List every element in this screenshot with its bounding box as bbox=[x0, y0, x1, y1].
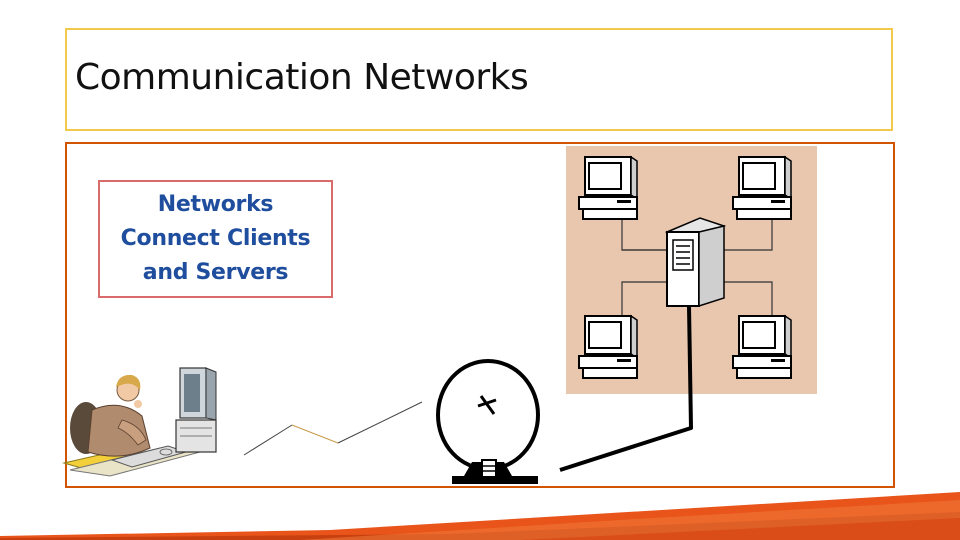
footer-band bbox=[0, 492, 960, 540]
woman-at-computer-icon bbox=[62, 367, 217, 477]
networks-label-box: Networks Connect Clients and Servers bbox=[98, 180, 333, 298]
computer-icon bbox=[732, 315, 792, 379]
computer-icon bbox=[578, 156, 638, 220]
computer-icon bbox=[732, 156, 792, 220]
satellite-dish-icon bbox=[436, 359, 540, 484]
label-line-1: Networks bbox=[157, 192, 274, 217]
computer-icon bbox=[578, 315, 638, 379]
label-line-3: and Servers bbox=[142, 260, 289, 285]
server-cable bbox=[559, 305, 693, 472]
title-box: Communication Networks bbox=[65, 28, 893, 131]
server-icon bbox=[664, 217, 727, 308]
transmission-signal bbox=[243, 401, 423, 456]
slide-title: Communication Networks bbox=[75, 57, 529, 98]
label-line-2: Connect Clients bbox=[120, 226, 311, 251]
